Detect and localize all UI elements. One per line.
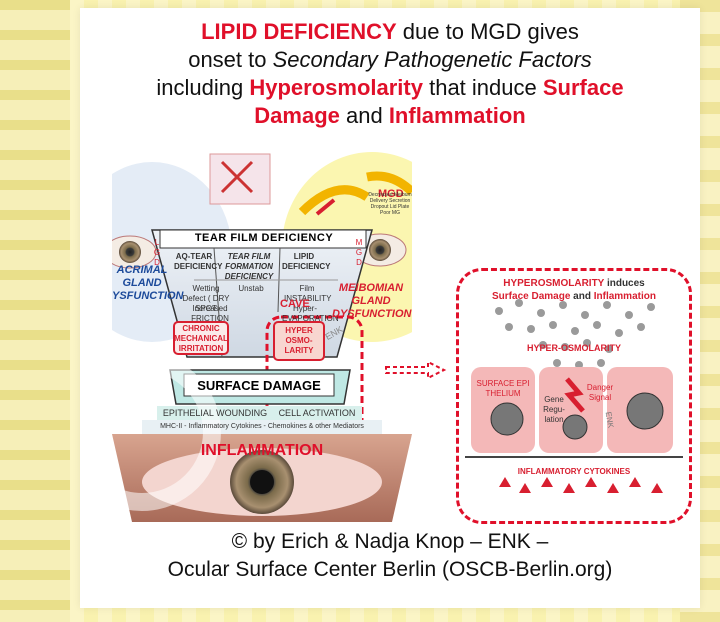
epithelial-wounding-label: EPITHELIAL WOUNDING: [162, 408, 268, 418]
title-hyperosmolarity: Hyperosmolarity: [249, 75, 423, 100]
cell-activation-label: CELL ACTIVATION: [278, 408, 356, 418]
title-inflammation: Inflammation: [388, 103, 526, 128]
slide-title: LIPID DEFICIENCY due to MGD gives onset …: [80, 18, 700, 130]
right-eye-icon: [369, 239, 391, 261]
detail-title-inflammation: Inflammation: [593, 291, 656, 302]
copyright-line2: Ocular Surface Center Berlin (OSCB-Berli…: [167, 558, 613, 581]
meibomian-gland-label: MEIBOMIAN GLAND DYSFUNCTION: [332, 282, 412, 320]
mhc-mediators-label: MHC-II - Inflammatory Cytokines - Chemok…: [160, 423, 364, 430]
title-secondary-factors: Secondary Pathogenetic Factors: [272, 47, 592, 72]
detail-title: HYPEROSMOLARITY induces Surface Damage a…: [465, 277, 683, 303]
aq-tear-label: AQ-TEAR DEFICIENCY: [174, 252, 223, 271]
detail-title-and: and: [570, 291, 594, 302]
lacrimal-gland-label: ACRIMAL GLAND YSFUNCTION: [112, 264, 184, 302]
title-lipid-deficiency: LIPID DEFICIENCY: [201, 19, 397, 44]
title-line3-b: that induce: [422, 75, 543, 100]
gland-detail-text: Decreased Meibum Delivery Secretion Drop…: [368, 192, 412, 216]
wetting-defect-label: Wetting Defect ( DRY SPOT: [182, 284, 230, 313]
hyperosmolarity-box: [273, 321, 325, 361]
chronic-irritation-label: CHRONIC MECHANICAL IRRITATION: [174, 324, 228, 353]
hyperosmolarity-detail-label: HYPER-OSMOLARITY: [526, 343, 621, 353]
lgd-vertical-label: L G D: [153, 238, 161, 267]
copyright-line1: © by Erich & Nadja Knop – ENK –: [231, 530, 549, 553]
title-line4-a: and: [339, 103, 389, 128]
hyper-evaporation-label: Hyper- EVAPORATION: [282, 304, 339, 323]
title-line3-a: including: [156, 75, 250, 100]
cave-label: CAVE: [280, 298, 310, 310]
inflammatory-cytokines-label: INFLAMMATORY CYTOKINES: [517, 467, 631, 476]
inflammation-label: INFLAMMATION: [200, 442, 324, 459]
hyperosmolarity-detail-panel: HYPEROSMOLARITY induces Surface Damage a…: [456, 268, 692, 524]
title-surface: Surface: [542, 75, 624, 100]
copyright-block: © by Erich & Nadja Knop – ENK – Ocular S…: [80, 528, 700, 584]
pathogenesis-diagram: ACRIMAL GLAND YSFUNCTION L G D TEAR FILM…: [63, 152, 462, 522]
arrow-to-detail-icon: [385, 360, 447, 380]
surface-epithelium-label: SURFACE EPI THELIUM: [476, 379, 530, 398]
pathogenesis-drawing: [63, 152, 462, 522]
lipid-deficiency-label: LIPID DEFICIENCY: [282, 252, 331, 271]
mgd-vertical-label: M G D: [355, 238, 363, 267]
film-strip-left: [0, 0, 70, 622]
epithelial-cell-center: [539, 367, 603, 453]
epithelium-drawing: [465, 299, 683, 493]
lightning-icon: [564, 377, 585, 413]
gene-regulation-label: Gene Regu- lation: [543, 395, 565, 424]
mgd-label: MGD: [378, 188, 404, 200]
film-instability-label: Film INSTABILITY: [284, 284, 332, 303]
title-line2-a: onset to: [188, 47, 273, 72]
detail-title-hyperosmolarity: HYPEROSMOLARITY: [503, 278, 605, 289]
tear-film-deficiency-header: TEAR FILM DEFICIENCY: [194, 232, 334, 244]
title-damage: Damage: [254, 103, 340, 128]
chronic-irritation-box: [173, 321, 229, 355]
left-eye-icon: [119, 241, 141, 263]
unstable-label: Unstab: [238, 284, 264, 293]
surface-damage-label: SURFACE DAMAGE: [197, 378, 321, 393]
increased-friction-label: Increased FRICTION: [191, 304, 229, 323]
tear-film-formation-label: TEAR FILM FORMATION DEFICIENCY: [224, 252, 274, 281]
hyperosmolarity-label: HYPER OSMO- LARITY: [284, 326, 314, 355]
detail-title-surface-damage: Surface Damage: [492, 291, 571, 302]
danger-signal-label: Danger Signal: [586, 383, 614, 402]
detail-title-induces: induces: [604, 278, 645, 289]
title-line1-rest: due to MGD gives: [396, 19, 579, 44]
